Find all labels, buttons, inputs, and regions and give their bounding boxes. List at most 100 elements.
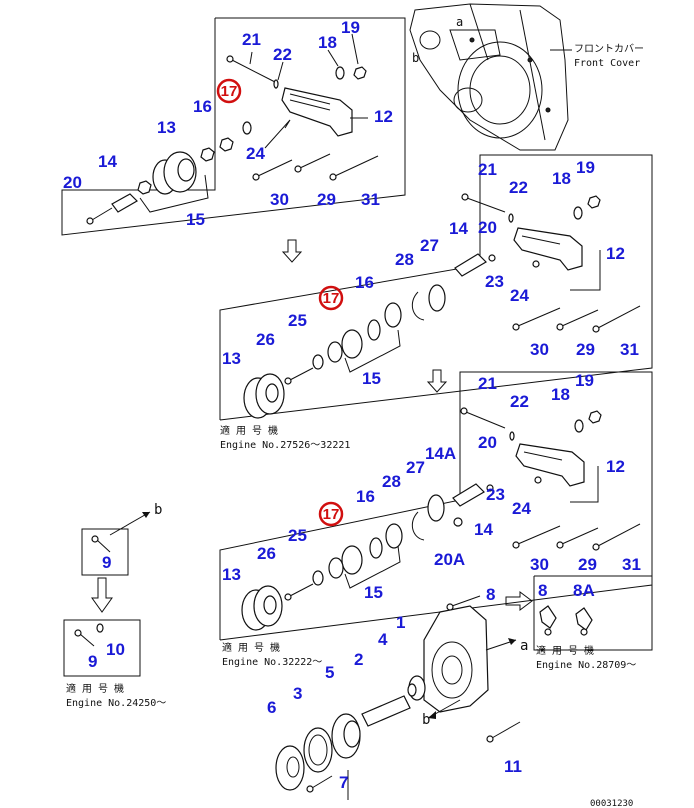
callout-31: 31	[361, 190, 380, 209]
callout-17: 17	[221, 83, 238, 100]
callout-14A: 14A	[425, 444, 456, 463]
callout-8: 8	[486, 585, 495, 604]
panel-3-engine-range: Engine No.32222～	[222, 657, 322, 668]
callout-20A: 20A	[434, 550, 465, 569]
callout-9: 9	[102, 553, 111, 572]
callout-18: 18	[318, 33, 337, 52]
callout-26: 26	[257, 544, 276, 563]
callout-30: 30	[270, 190, 289, 209]
callout-23: 23	[485, 272, 504, 291]
callout-14: 14	[449, 219, 468, 238]
callout-8-right: 8	[538, 581, 547, 600]
panel-3-parts	[241, 407, 641, 631]
bolt-9-panel	[81, 511, 151, 576]
callout-8A: 8A	[573, 581, 595, 600]
panel-1-callouts: 21 22 18 19 17 16 12 13 14 20 24 15 30 2…	[63, 18, 393, 229]
callout-14: 14	[98, 152, 117, 171]
panel-2-parts	[243, 193, 641, 419]
callout-27: 27	[406, 458, 425, 477]
callout-24: 24	[246, 144, 265, 163]
callout-23: 23	[486, 485, 505, 504]
callout-16: 16	[356, 487, 375, 506]
callout-12: 12	[606, 457, 625, 476]
callout-21: 21	[478, 160, 497, 179]
callout-18: 18	[552, 169, 571, 188]
callout-15: 15	[362, 369, 381, 388]
callout-6: 6	[267, 698, 276, 717]
callout-17: 17	[323, 506, 340, 523]
callout-21: 21	[242, 30, 261, 49]
right-arrow-8	[505, 591, 533, 611]
callout-19: 19	[576, 158, 595, 177]
callout-16: 16	[193, 97, 212, 116]
callout-9-lower: 9	[88, 652, 97, 671]
callout-15: 15	[364, 583, 383, 602]
panel-2-callouts: 21 22 18 19 27 14 20 12 28 17 16 23 24 2…	[222, 158, 639, 388]
callout-13: 13	[222, 349, 241, 368]
callout-29: 29	[317, 190, 336, 209]
callout-21: 21	[478, 374, 497, 393]
callout-12: 12	[606, 244, 625, 263]
panel-1-outline	[61, 17, 406, 236]
callout-17: 17	[323, 290, 340, 307]
callout-1: 1	[396, 613, 405, 632]
callout-19: 19	[575, 371, 594, 390]
ref-letter-a-bottom: a	[520, 638, 528, 654]
ref-letter-b-top: b	[412, 51, 419, 65]
callout-20: 20	[478, 433, 497, 452]
callout-24: 24	[510, 286, 529, 305]
callout-20: 20	[63, 173, 82, 192]
front-cover-en-label: Front Cover	[574, 58, 640, 69]
callout-29: 29	[578, 555, 597, 574]
right-engine-range: Engine No.28709～	[536, 660, 636, 671]
panel-3-applicable-label: 適 用 号 機	[222, 641, 280, 654]
callout-25: 25	[288, 526, 307, 545]
front-cover-drawing	[409, 3, 572, 151]
highlight-circle-17	[216, 78, 242, 104]
left-applicable-label: 適 用 号 機	[66, 682, 124, 695]
left-engine-range: Engine No.24250～	[66, 698, 166, 709]
callout-22: 22	[273, 45, 292, 64]
callout-5: 5	[325, 663, 334, 682]
callout-26: 26	[256, 330, 275, 349]
ref-letter-a-top: a	[456, 15, 463, 29]
callout-2: 2	[354, 650, 363, 669]
callout-24: 24	[512, 499, 531, 518]
callout-10: 10	[106, 640, 125, 659]
callout-30: 30	[530, 340, 549, 359]
front-cover-jp-label: フロントカバー	[574, 43, 644, 55]
bottom-callouts: 8 1 4 2 5 3 6 7 11	[267, 585, 522, 792]
highlight-circle-17	[318, 501, 344, 527]
callout-19: 19	[341, 18, 360, 37]
drawing-code: 00031230	[590, 799, 633, 808]
callout-22: 22	[510, 392, 529, 411]
callout-3: 3	[293, 684, 302, 703]
callout-31: 31	[622, 555, 641, 574]
down-arrow-2	[426, 369, 448, 393]
callout-25: 25	[288, 311, 307, 330]
right-applicable-label: 適 用 号 機	[536, 644, 594, 657]
callout-14: 14	[474, 520, 493, 539]
callout-31: 31	[620, 340, 639, 359]
bottom-assembly	[275, 595, 521, 800]
callout-15: 15	[186, 210, 205, 229]
panel-3-callouts: 21 18 19 22 14A 20 12 28 27 16 23 17 24 …	[222, 371, 641, 602]
callout-7: 7	[339, 773, 348, 792]
panel-2-outline	[219, 154, 653, 421]
callout-18: 18	[551, 385, 570, 404]
callout-13: 13	[157, 118, 176, 137]
callout-30: 30	[530, 555, 549, 574]
callout-11: 11	[504, 757, 522, 776]
down-arrow-1	[281, 239, 303, 263]
callout-29: 29	[576, 340, 595, 359]
panel-2-applicable-label: 適 用 号 機	[220, 424, 278, 437]
callout-12: 12	[374, 107, 393, 126]
callout-20: 20	[478, 218, 497, 237]
callout-16: 16	[355, 273, 374, 292]
bolt-9-10-panel	[63, 619, 141, 677]
callout-13: 13	[222, 565, 241, 584]
callout-22: 22	[509, 178, 528, 197]
callout-27: 27	[420, 236, 439, 255]
ref-letter-b-left: b	[154, 502, 162, 518]
down-arrow-left	[91, 577, 113, 613]
